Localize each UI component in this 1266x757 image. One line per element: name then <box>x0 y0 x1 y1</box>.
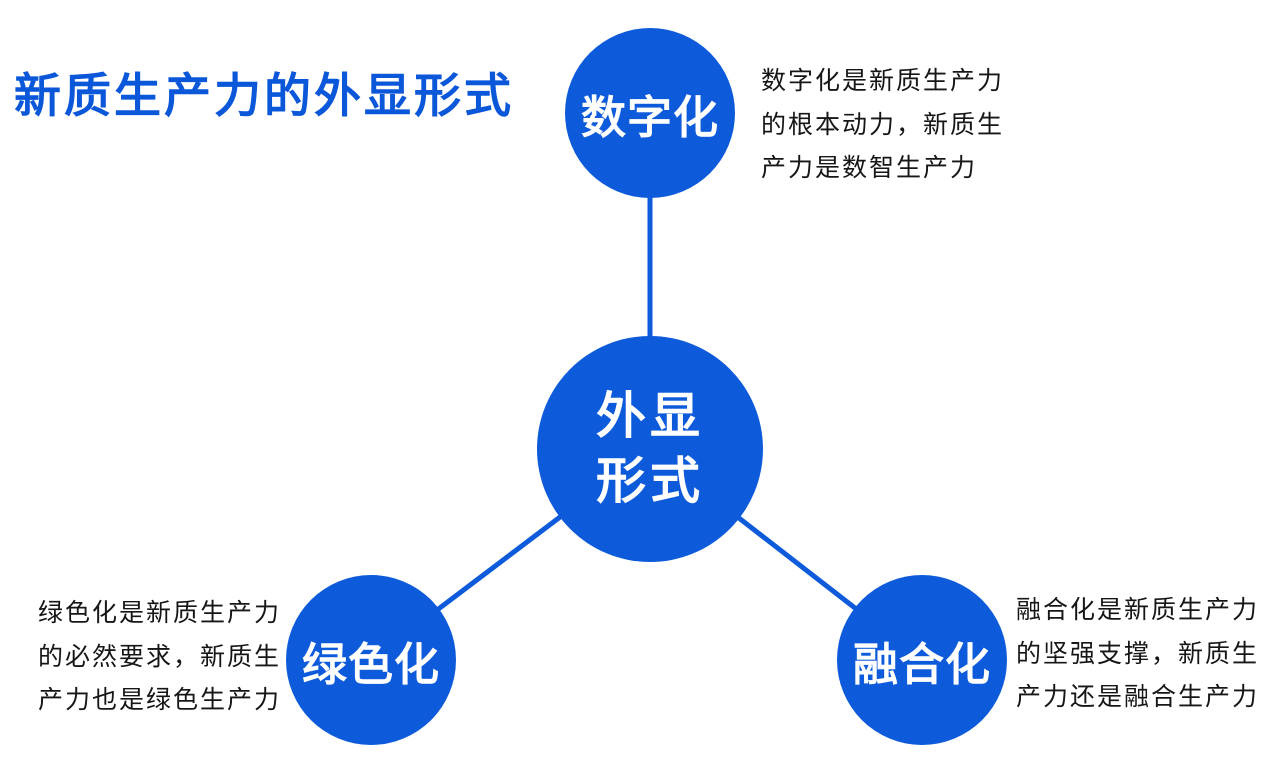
desc-fusion-line-3: 产力还是融合生产力 <box>1016 683 1260 711</box>
node-fusion-circle: 融合化 <box>837 575 1007 745</box>
node-hub-label-line1: 外显 <box>596 388 704 444</box>
diagram-title: 新质生产力的外显形式 <box>14 69 514 122</box>
node-digital-label: 数字化 <box>580 91 719 143</box>
desc-green-line-2: 的必然要求，新质生 <box>38 642 282 671</box>
desc-fusion-line-2: 的坚强支撑，新质生 <box>1016 639 1260 668</box>
desc-digital-line-3: 产力是数智生产力 <box>761 154 978 182</box>
desc-digital-line-2: 的根本动力，新质生 <box>761 110 1005 139</box>
node-green-label: 绿色化 <box>301 638 440 690</box>
desc-green-line-3: 产力也是绿色生产力 <box>38 686 282 714</box>
node-fusion-label: 融合化 <box>852 638 991 690</box>
desc-digital-line-1: 数字化是新质生产力 <box>761 67 1005 95</box>
node-digital-circle: 数字化 <box>565 28 735 198</box>
node-hub-label-line2: 形式 <box>596 453 704 509</box>
desc-fusion-line-1: 融合化是新质生产力 <box>1016 596 1260 624</box>
desc-digital: 数字化是新质生产力 的根本动力，新质生 产力是数智生产力 <box>761 60 1004 191</box>
desc-fusion: 融合化是新质生产力 的坚强支撑，新质生 产力还是融合生产力 <box>1016 589 1259 720</box>
desc-green-line-1: 绿色化是新质生产力 <box>38 599 282 627</box>
node-hub-circle: 外显 形式 <box>537 336 763 562</box>
desc-green: 绿色化是新质生产力 的必然要求，新质生 产力也是绿色生产力 <box>38 592 281 723</box>
node-hub-label: 外显 形式 <box>596 384 704 514</box>
node-green-circle: 绿色化 <box>286 575 456 745</box>
